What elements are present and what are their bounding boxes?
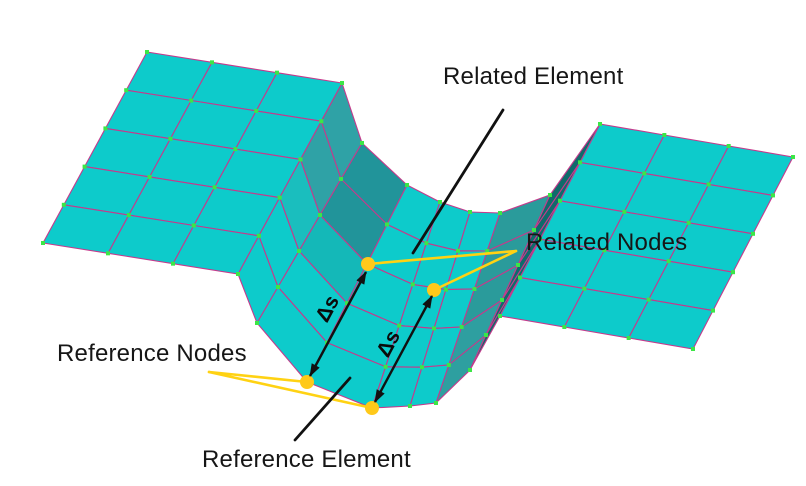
delta-s-arrow-2 xyxy=(373,295,434,403)
reference-nodes-label: Reference Nodes xyxy=(57,340,247,367)
reference-element-label: Reference Element xyxy=(202,446,411,473)
related-element-label: Related Element xyxy=(443,63,624,90)
reference-nodes-pointer xyxy=(207,370,379,415)
left-panel-mesh xyxy=(41,50,344,276)
right-panel-mesh xyxy=(498,122,795,351)
related-nodes-pointer xyxy=(361,249,518,297)
related-element-pointer-line xyxy=(411,108,505,255)
related-nodes-dot-1 xyxy=(361,257,375,271)
reference-nodes-dot-1 xyxy=(300,375,314,389)
related-nodes-label: Related Nodes xyxy=(526,229,688,256)
related-nodes-dot-2 xyxy=(427,283,441,297)
delta-s-arrow-1 xyxy=(308,271,368,377)
reference-element-pointer-line xyxy=(293,376,352,442)
reference-nodes-dot-2 xyxy=(365,401,379,415)
